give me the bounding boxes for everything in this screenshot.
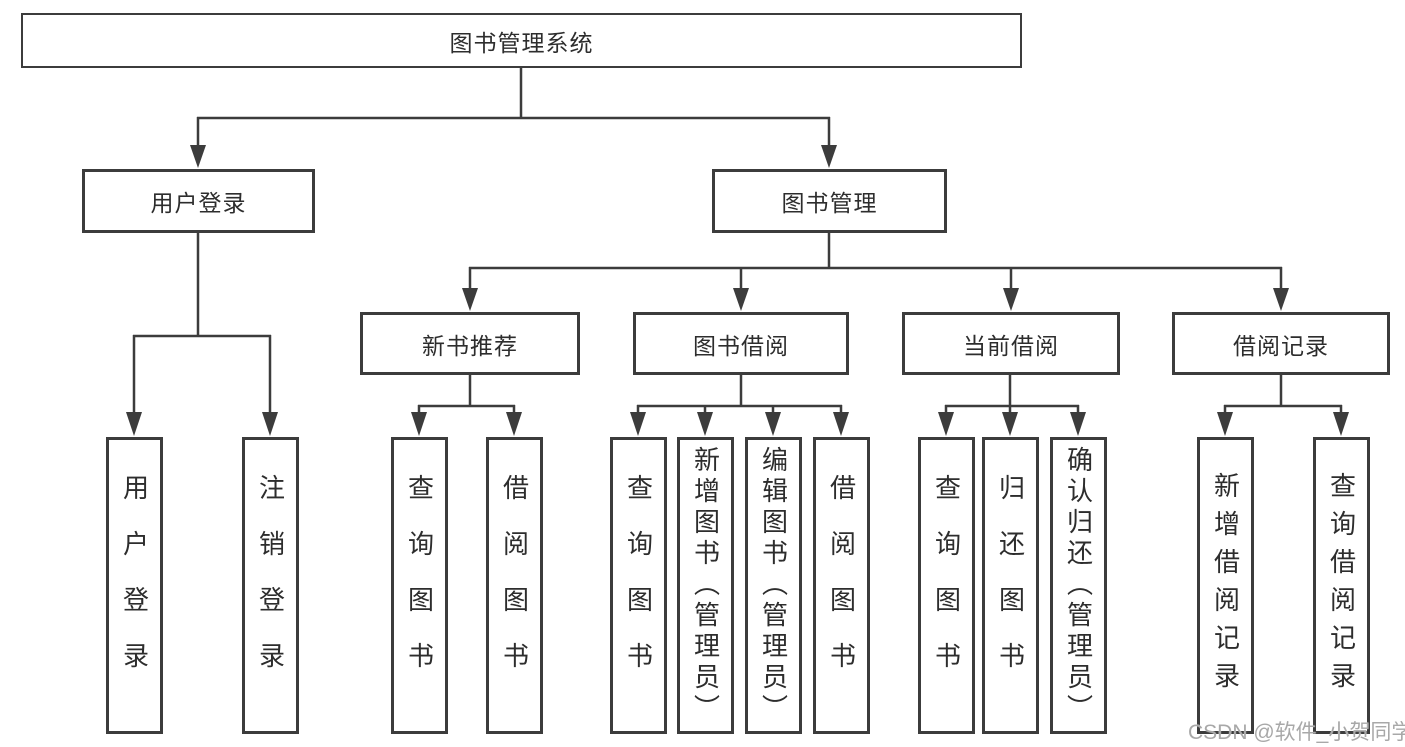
- node-new-book-recommend-label: 新书推荐: [422, 332, 518, 359]
- node-root-label: 图书管理系统: [449, 29, 594, 56]
- leaf-logout-label: 注销登录: [255, 473, 286, 698]
- leaf-user-login-label: 用户登录: [119, 473, 150, 698]
- leaf-query-books-recommend: 查询图书: [391, 437, 448, 734]
- leaf-edit-books-admin: 编辑图书（管理员）: [745, 437, 802, 734]
- node-book-borrow-label: 图书借阅: [693, 332, 789, 359]
- leaf-confirm-return-admin-label: 确认归还（管理员）: [1063, 446, 1094, 725]
- node-user-login-label: 用户登录: [150, 190, 247, 216]
- node-book-management-label: 图书管理: [781, 190, 878, 216]
- leaf-borrow-books-label: 借阅图书: [826, 473, 857, 698]
- leaf-query-books-borrow: 查询图书: [610, 437, 667, 734]
- node-user-login: 用户登录: [82, 169, 315, 233]
- leaf-borrow-books-recommend-label: 借阅图书: [499, 473, 530, 698]
- leaf-query-books-recommend-label: 查询图书: [404, 473, 435, 698]
- node-root: 图书管理系统: [21, 13, 1022, 68]
- leaf-add-borrow-record-label: 新增借阅记录: [1210, 471, 1241, 700]
- leaf-edit-books-admin-label: 编辑图书（管理员）: [758, 446, 789, 725]
- node-borrow-records: 借阅记录: [1172, 312, 1390, 375]
- leaf-user-login: 用户登录: [106, 437, 163, 734]
- leaf-add-borrow-record: 新增借阅记录: [1197, 437, 1254, 734]
- leaf-return-books: 归还图书: [982, 437, 1039, 734]
- leaf-borrow-books-recommend: 借阅图书: [486, 437, 543, 734]
- node-book-borrow: 图书借阅: [633, 312, 849, 375]
- node-new-book-recommend: 新书推荐: [360, 312, 580, 375]
- leaf-query-books-current-label: 查询图书: [931, 473, 962, 698]
- leaf-borrow-books: 借阅图书: [813, 437, 870, 734]
- leaf-add-books-admin: 新增图书（管理员）: [677, 437, 734, 734]
- node-current-borrow: 当前借阅: [902, 312, 1120, 375]
- node-current-borrow-label: 当前借阅: [963, 332, 1059, 359]
- leaf-query-books-current: 查询图书: [918, 437, 975, 734]
- leaf-query-books-borrow-label: 查询图书: [623, 473, 654, 698]
- node-book-management: 图书管理: [712, 169, 947, 233]
- leaf-logout: 注销登录: [242, 437, 299, 734]
- leaf-add-books-admin-label: 新增图书（管理员）: [690, 446, 721, 725]
- leaf-query-borrow-record-label: 查询借阅记录: [1326, 471, 1357, 700]
- watermark: CSDN @软件_小贺同学: [1188, 721, 1405, 744]
- leaf-query-borrow-record: 查询借阅记录: [1313, 437, 1370, 734]
- node-borrow-records-label: 借阅记录: [1233, 332, 1329, 359]
- leaf-confirm-return-admin: 确认归还（管理员）: [1050, 437, 1107, 734]
- leaf-return-books-label: 归还图书: [995, 473, 1026, 698]
